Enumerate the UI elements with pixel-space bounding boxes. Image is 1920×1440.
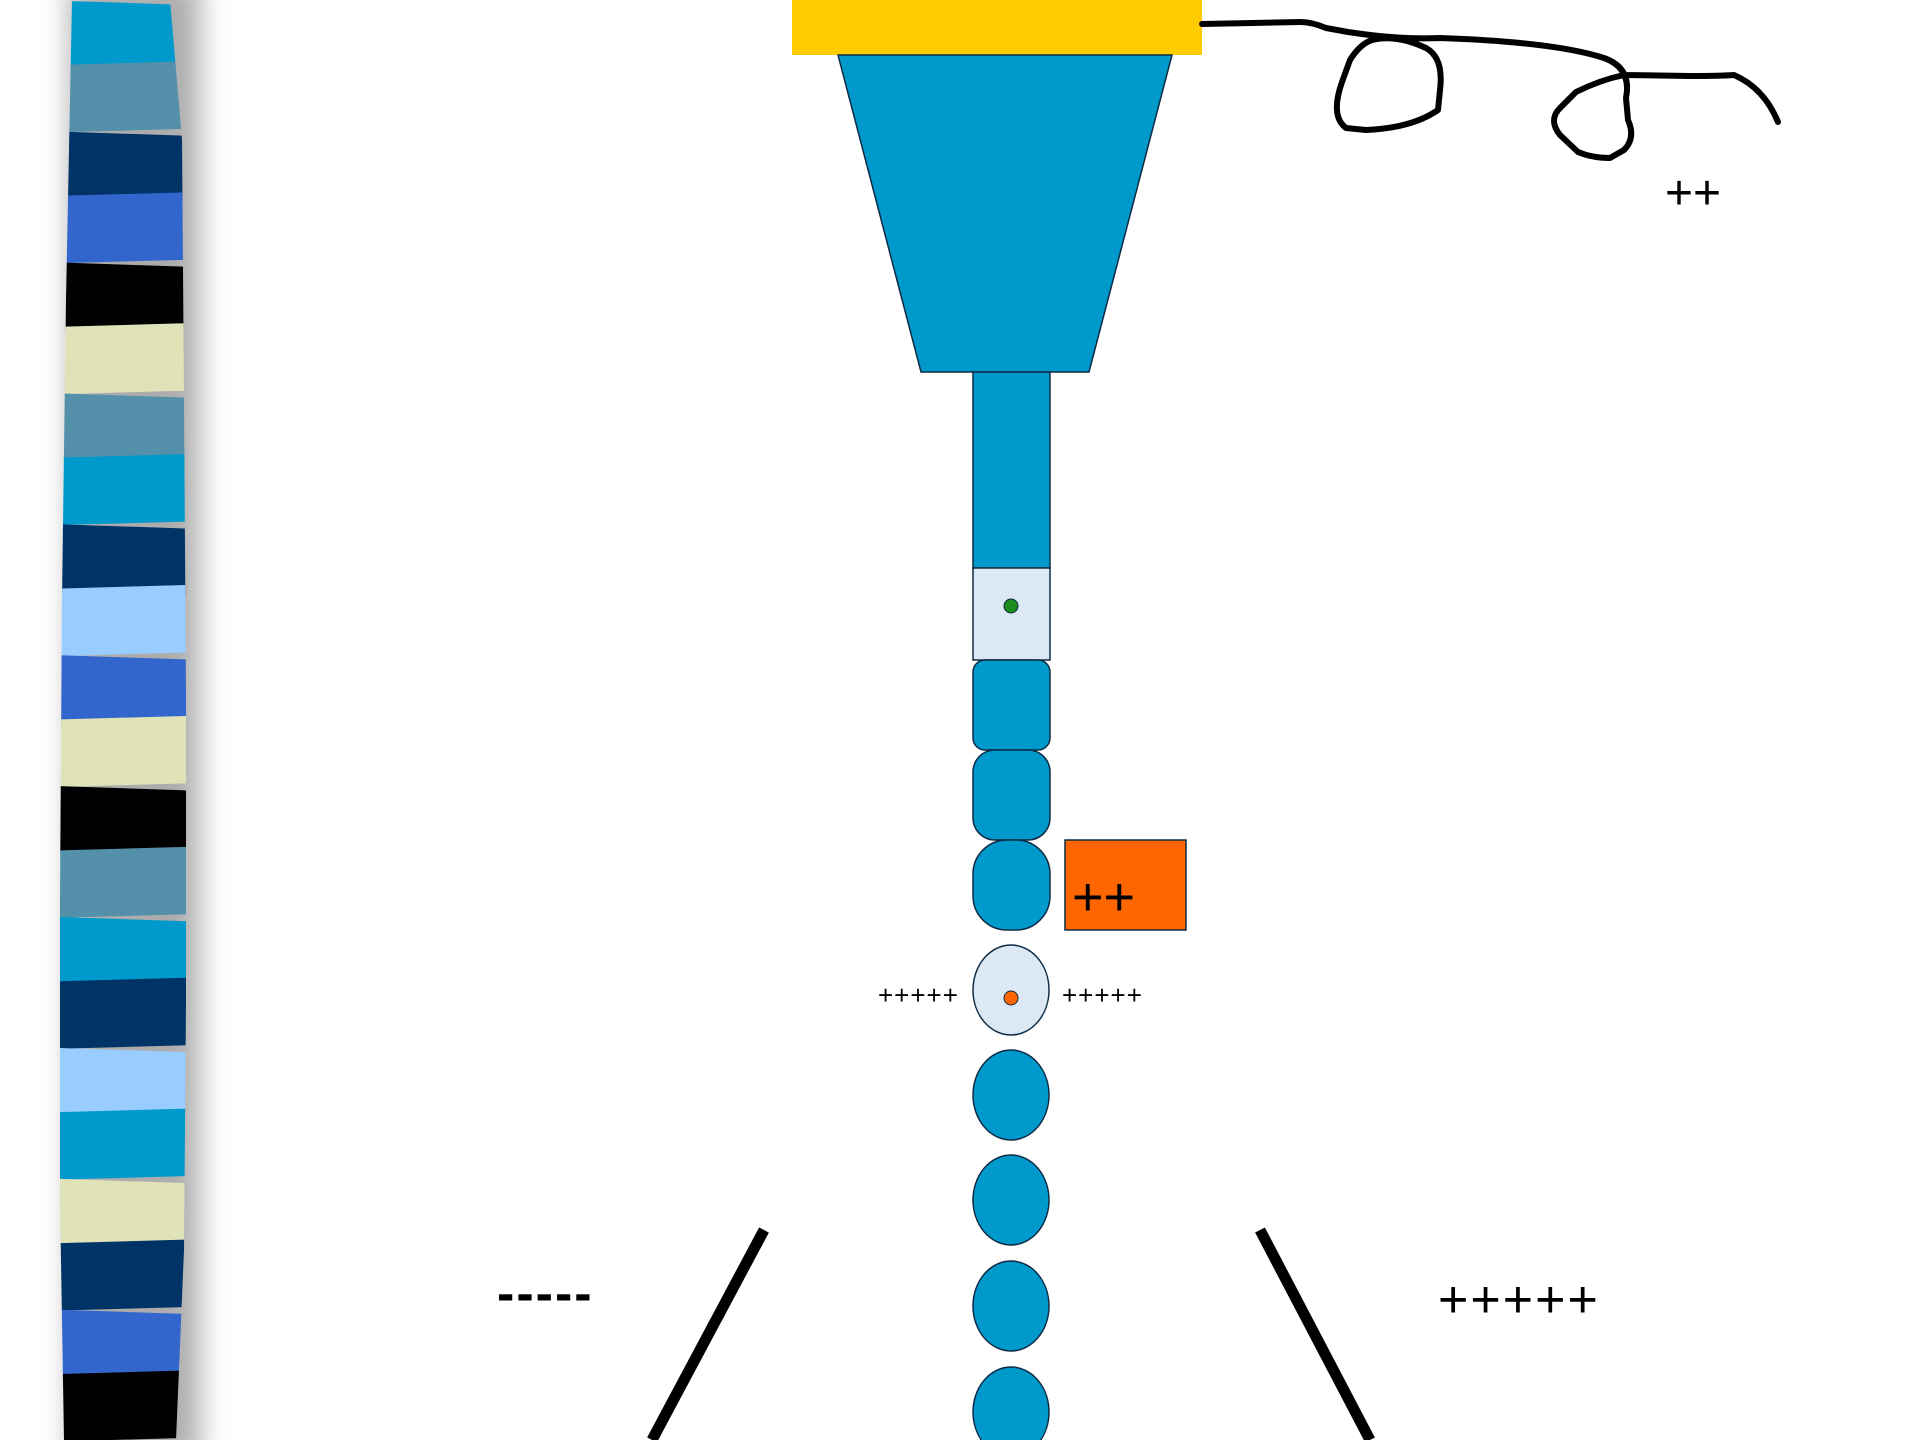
pale-oval-bead [972, 944, 1050, 1036]
yellow-bar [792, 0, 1202, 55]
orange-dot [1003, 990, 1019, 1006]
curly-wire [1199, 19, 1781, 161]
sidebar-stripe [60, 1047, 186, 1121]
sidebar-stripe [60, 1369, 186, 1440]
sidebar-stripe [60, 584, 186, 657]
sidebar-stripe [60, 60, 186, 133]
sidebar-stripe [60, 654, 186, 728]
charge-label-right-of-bead: +++++ [1062, 980, 1143, 1010]
charge-label-bottom-left: ----- [497, 1265, 594, 1323]
sidebar-stripe [60, 715, 186, 788]
sidebar-stripe [60, 785, 186, 859]
bead-3 [972, 1260, 1050, 1352]
bead-1 [972, 1049, 1050, 1141]
bead-4 [972, 1366, 1050, 1440]
sidebar-stripe [60, 392, 186, 467]
sidebar-stripe [60, 261, 186, 336]
sidebar-stripe [60, 453, 186, 526]
sidebar-stripe [60, 1309, 186, 1383]
sidebar-stripe [60, 845, 186, 919]
charge-label-left-of-bead: +++++ [878, 980, 959, 1010]
decorative-sidebar-strip [60, 0, 200, 1440]
sidebar-stripe [60, 1178, 186, 1252]
charge-label-top-right: ++ [1665, 167, 1722, 220]
sidebar-stripe [60, 130, 186, 205]
segment-3 [972, 839, 1051, 931]
sidebar-stripe [60, 916, 186, 990]
sidebar-stripe [60, 1107, 186, 1181]
diagonal-line-left [647, 1227, 769, 1440]
charge-label-bottom-right: +++++ [1438, 1271, 1600, 1329]
sidebar-stripe [60, 1238, 186, 1312]
orange-box [1064, 839, 1187, 931]
charge-label-orange-box: ++ [1072, 867, 1136, 927]
bead-2 [972, 1154, 1050, 1246]
green-dot [1003, 598, 1019, 614]
sidebar-stripe [60, 191, 186, 264]
diagonal-line-right [1255, 1227, 1375, 1440]
pale-square-segment [972, 567, 1051, 661]
sidebar-stripe [60, 976, 186, 1050]
segment-1 [972, 659, 1051, 751]
sidebar-stripe [60, 523, 186, 598]
column-stem [972, 371, 1051, 569]
sidebar-stripe [60, 322, 186, 395]
funnel-shape [837, 54, 1173, 373]
segment-2 [972, 749, 1051, 841]
